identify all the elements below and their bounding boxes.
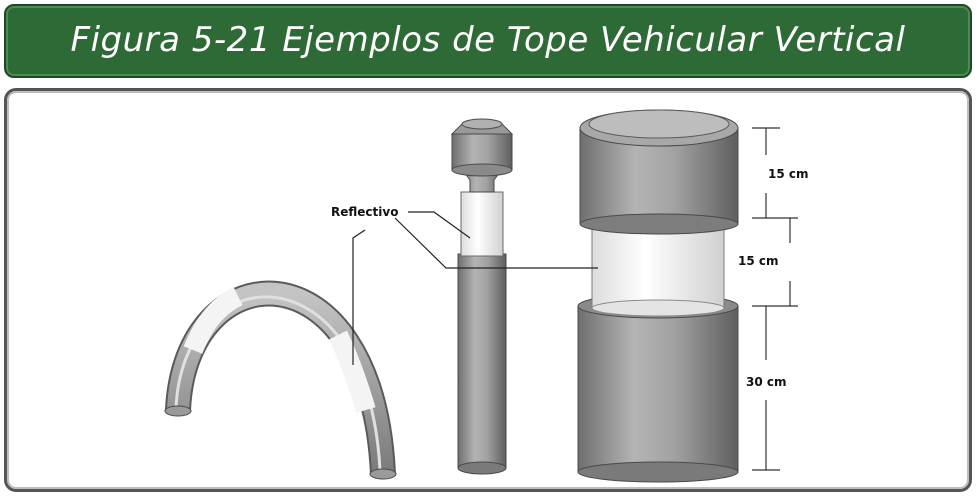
slim-post [450,118,514,475]
arch-bollard [164,280,397,480]
figure-title-bar: Figura 5-21 Ejemplos de Tope Vehicular V… [4,4,972,78]
dimension-label-top: 15 cm [768,167,809,181]
dimension-lines [752,127,798,471]
dimension-label-middle: 15 cm [738,254,779,268]
dimension-label-bottom: 30 cm [746,375,787,389]
large-bollard [577,109,739,483]
figure-title: Figura 5-21 Ejemplos de Tope Vehicular V… [70,20,906,60]
reflective-leader-lines [352,211,598,365]
reflective-label: Reflectivo [331,205,398,219]
